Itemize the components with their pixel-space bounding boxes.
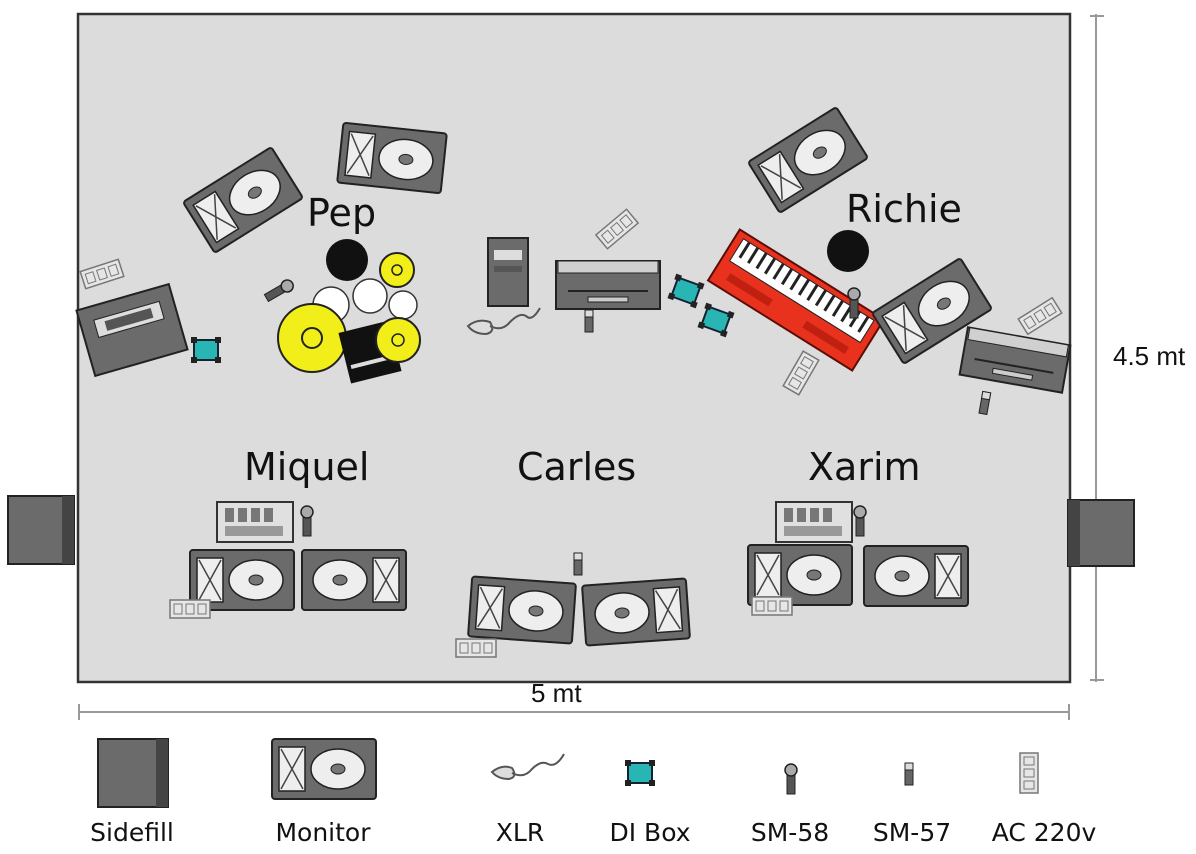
monitor-pep-top xyxy=(336,121,448,195)
di-box-icon xyxy=(624,759,656,787)
legend-label-monitor: Monitor xyxy=(275,818,371,847)
monitor-miquel-right xyxy=(301,549,407,611)
console-miquel xyxy=(216,501,294,543)
depth-dimension-line xyxy=(1090,14,1104,682)
legend-icons xyxy=(97,738,1039,808)
mic-sm57-carles xyxy=(573,552,583,576)
legend-label-sm57: SM-57 xyxy=(872,818,952,847)
ac-outlet-icon xyxy=(1019,752,1039,794)
sm57-mic-icon xyxy=(904,762,914,786)
musician-label-xarim: Xarim xyxy=(808,445,921,489)
xlr-cable-carles xyxy=(466,307,541,336)
mic-sm57-center xyxy=(584,309,594,333)
amp-carles xyxy=(487,237,529,307)
depth-dimension-label: 4.5 mt xyxy=(1113,341,1186,371)
stool-richie xyxy=(827,230,869,272)
legend-label-xlr: XLR xyxy=(495,818,545,847)
console-xarim xyxy=(775,501,853,543)
amp-stack-center xyxy=(555,260,661,310)
musician-label-carles: Carles xyxy=(517,445,637,489)
monitor-carles-right xyxy=(581,577,691,647)
width-dimension-label: 5 mt xyxy=(531,678,582,708)
legend-label-sm58: SM-58 xyxy=(750,818,830,847)
ac-outlet-xarim xyxy=(751,596,793,616)
ac-outlet-miquel xyxy=(169,599,211,619)
mic-sm58-richie xyxy=(847,287,861,319)
legend-label-sidefill: Sidefill xyxy=(90,818,174,847)
monitor-carles-left xyxy=(467,575,577,645)
monitor-icon xyxy=(271,738,377,800)
xlr-cable-icon xyxy=(490,753,565,781)
mic-sm58-xarim xyxy=(853,505,867,537)
width-dimension-line xyxy=(78,704,1070,720)
musician-label-miquel: Miquel xyxy=(244,445,370,489)
keyboard-richie xyxy=(706,228,886,372)
sm58-mic-icon xyxy=(784,763,798,795)
sidefill-icon xyxy=(97,738,169,808)
monitor-xarim-left xyxy=(747,544,853,606)
musician-label-richie: Richie xyxy=(846,187,962,231)
ac-outlet-carles xyxy=(455,638,497,658)
musician-label-pep: Pep xyxy=(307,191,377,235)
legend-label-ac-220v: AC 220v xyxy=(991,818,1097,847)
drum-kit xyxy=(277,239,421,384)
mic-sm58-miquel xyxy=(300,505,314,537)
sidefill-right xyxy=(1067,499,1135,567)
amp-miquel xyxy=(75,282,189,378)
legend-label-di-box: DI Box xyxy=(609,818,691,847)
di-box-pep xyxy=(190,336,222,364)
sidefill-left xyxy=(7,495,75,565)
monitor-xarim-right xyxy=(863,545,969,607)
